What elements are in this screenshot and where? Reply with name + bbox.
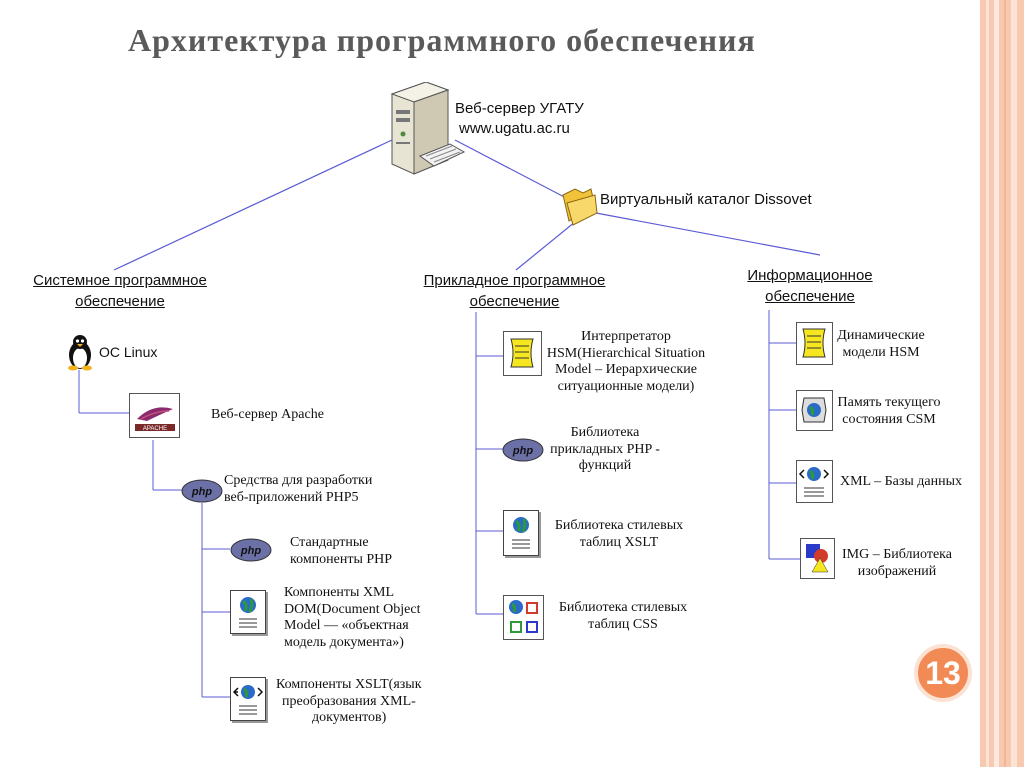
apache-feather-icon: APACHE [129,393,180,438]
xslt-document-icon [230,677,266,721]
folder-icon [562,188,598,226]
scroll-icon [796,322,833,365]
svg-text:php: php [240,545,261,557]
server-name: Веб-сервер УГАТУ [455,100,584,117]
php-icon: php [230,538,272,562]
xml-db-label: XML – Базы данных [840,474,963,489]
xslt-document-icon [503,510,539,556]
xml-database-icon [796,460,833,503]
linux-label: ОС Linux [99,344,158,360]
svg-text:php: php [191,486,212,498]
server-icon [390,82,466,175]
apache-label: Веб-сервер Apache [211,407,324,422]
css-document-icon [503,595,544,640]
xml-document-icon [230,590,266,634]
slide-title: Архитектура программного обеспечения [128,22,756,58]
linux-penguin-icon [68,335,92,371]
image-library-icon [800,538,835,579]
decorative-stripes [980,0,1024,767]
php-icon: php [502,438,544,462]
scroll-icon [503,331,542,376]
connector-lines [78,139,821,698]
svg-text:php: php [512,445,533,457]
svg-text:APACHE: APACHE [143,426,167,432]
server-url: www.ugatu.ac.ru [459,120,570,137]
php-icon: php [181,479,223,503]
page-number-badge: 13 [914,644,972,702]
memory-globe-icon [796,390,833,431]
catalog-label: Виртуальный каталог Dissovet [600,191,812,208]
